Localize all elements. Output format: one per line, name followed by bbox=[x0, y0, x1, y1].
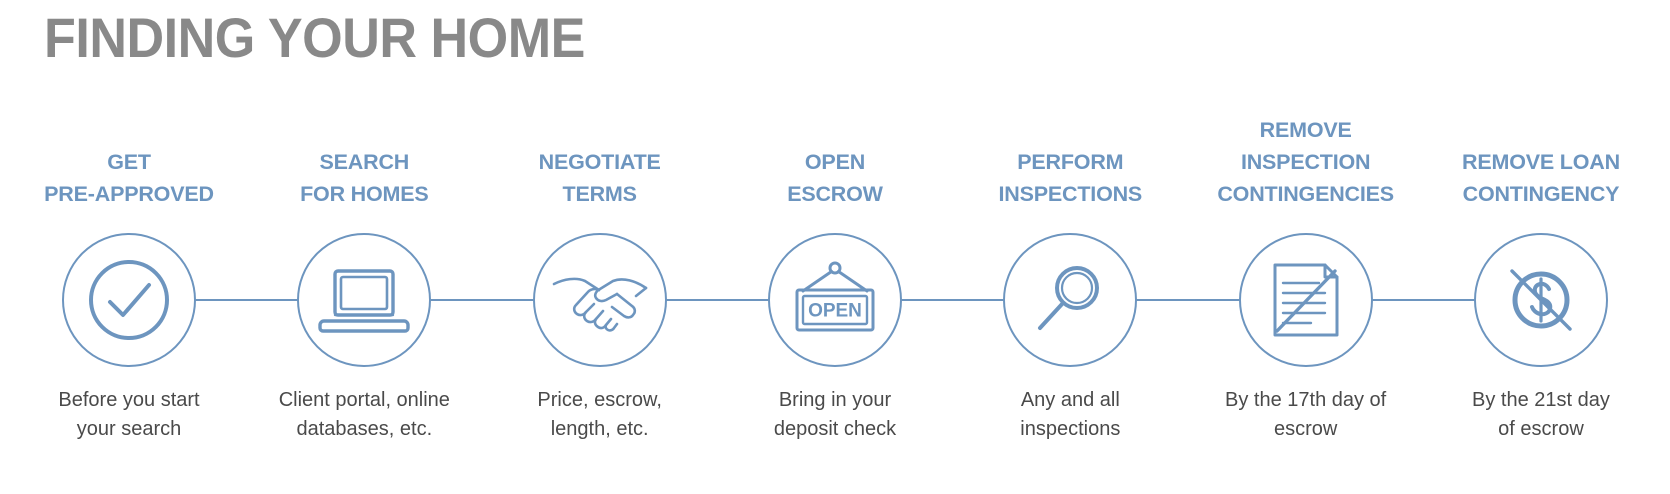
check-circle-icon bbox=[86, 257, 172, 343]
step-heading-line: FOR HOMES bbox=[300, 182, 429, 206]
process-step-perform-inspections[interactable]: PERFORM INSPECTIONS Any and all bbox=[959, 100, 1293, 444]
open-sign-icon: OPEN bbox=[787, 257, 883, 343]
step-heading-line: OPEN bbox=[804, 150, 866, 174]
step-heading: OPEN ESCROW bbox=[724, 100, 946, 210]
step-heading-line: CONTINGENCIES bbox=[1217, 182, 1394, 206]
step-icon-area bbox=[253, 230, 587, 370]
step-caption: Client portal, online databases, etc. bbox=[249, 386, 479, 444]
step-heading-line: PRE-APPROVED bbox=[44, 182, 214, 206]
step-heading-line: REMOVE LOAN bbox=[1462, 150, 1620, 174]
step-icon-area: OPEN bbox=[724, 230, 1057, 370]
step-icon-circle[interactable] bbox=[62, 233, 196, 367]
step-icon-area bbox=[1430, 230, 1652, 370]
step-caption: Before you start your search bbox=[14, 386, 244, 444]
step-caption-line: By the 17th day of bbox=[1225, 389, 1387, 411]
step-connector-line bbox=[599, 299, 822, 301]
step-caption-line: Price, escrow, bbox=[537, 389, 662, 411]
crossed-out-document-icon bbox=[1263, 257, 1349, 343]
step-icon-circle[interactable] bbox=[1473, 233, 1608, 367]
step-icon-circle[interactable] bbox=[532, 233, 667, 367]
handshake-icon bbox=[550, 266, 650, 334]
crossed-out-dollar-icon bbox=[1498, 257, 1584, 343]
step-caption-line: Client portal, online bbox=[278, 389, 450, 411]
step-heading-line: PERFORM bbox=[1017, 150, 1124, 174]
step-heading: REMOVE LOAN CONTINGENCY bbox=[1430, 100, 1652, 210]
step-caption-line: databases, etc. bbox=[296, 418, 433, 440]
step-icon-area bbox=[1195, 230, 1528, 370]
step-icon-circle[interactable] bbox=[297, 233, 432, 367]
step-caption-line: Any and all bbox=[1020, 389, 1120, 411]
process-step-negotiate-terms[interactable]: NEGOTIATE TERMS bbox=[489, 100, 822, 444]
step-connector-line bbox=[364, 299, 587, 301]
step-caption-line: By the 21st day bbox=[1472, 389, 1610, 411]
step-caption-line: length, etc. bbox=[550, 418, 649, 440]
magnifying-glass-icon bbox=[1030, 260, 1110, 340]
process-step-open-escrow[interactable]: OPEN ESCROW OPEN bbox=[724, 100, 1057, 444]
step-heading-line: CONTINGENCY bbox=[1462, 182, 1620, 206]
step-caption-line: your search bbox=[76, 418, 182, 440]
step-caption-line: inspections bbox=[1020, 418, 1121, 440]
step-connector-line bbox=[1305, 299, 1528, 301]
step-heading: GET PRE-APPROVED bbox=[18, 100, 240, 210]
step-icon-circle[interactable] bbox=[1003, 233, 1138, 367]
step-caption-line: deposit check bbox=[773, 418, 897, 440]
step-connector-line bbox=[129, 299, 351, 301]
step-heading-line: GET bbox=[107, 150, 151, 174]
step-caption: Any and all inspections bbox=[955, 386, 1185, 444]
step-connector-line bbox=[1070, 299, 1293, 301]
step-heading-line: INSPECTION bbox=[1240, 150, 1371, 174]
step-icon-area bbox=[18, 230, 351, 370]
step-heading-line: ESCROW bbox=[787, 182, 883, 206]
process-step-get-pre-approved[interactable]: GET PRE-APPROVED Before you start your s… bbox=[18, 100, 351, 444]
step-heading-line: TERMS bbox=[562, 182, 637, 206]
process-step-search-for-homes[interactable]: SEARCH FOR HOMES Clie bbox=[253, 100, 587, 444]
step-heading: REMOVE INSPECTION CONTINGENCIES bbox=[1195, 100, 1417, 210]
page-title: FINDING YOUR HOME bbox=[44, 6, 585, 69]
open-sign-label: OPEN bbox=[808, 301, 862, 322]
step-icon-circle[interactable]: OPEN bbox=[767, 233, 902, 367]
process-step-remove-loan-contingency[interactable]: REMOVE LOAN CONTINGENCY bbox=[1430, 100, 1652, 444]
process-step-remove-inspection-contingencies[interactable]: REMOVE INSPECTION CONTINGENCIES bbox=[1195, 100, 1528, 444]
step-caption: By the 17th day of escrow bbox=[1191, 386, 1421, 444]
step-heading-line: INSPECTIONS bbox=[998, 182, 1143, 206]
laptop-icon bbox=[318, 263, 411, 337]
step-heading: NEGOTIATE TERMS bbox=[489, 100, 711, 210]
step-caption-line: Bring in your bbox=[778, 389, 892, 411]
step-heading-line: SEARCH bbox=[319, 150, 410, 174]
step-caption: Price, escrow, length, etc. bbox=[485, 386, 715, 444]
step-heading: SEARCH FOR HOMES bbox=[253, 100, 475, 210]
step-icon-circle[interactable] bbox=[1238, 233, 1373, 367]
step-heading-line: REMOVE bbox=[1259, 118, 1352, 142]
process-step-list: GET PRE-APPROVED Before you start your s… bbox=[0, 100, 1670, 494]
step-caption: Bring in your deposit check bbox=[720, 386, 950, 444]
step-icon-area bbox=[959, 230, 1293, 370]
step-caption-line: escrow bbox=[1273, 418, 1338, 440]
step-heading: PERFORM INSPECTIONS bbox=[959, 100, 1181, 210]
step-connector-line bbox=[834, 299, 1057, 301]
step-icon-area bbox=[489, 230, 822, 370]
step-heading-line: NEGOTIATE bbox=[538, 150, 661, 174]
step-caption: By the 21st day of escrow bbox=[1426, 386, 1656, 444]
step-caption-line: of escrow bbox=[1498, 418, 1584, 440]
step-caption-line: Before you start bbox=[58, 389, 200, 411]
